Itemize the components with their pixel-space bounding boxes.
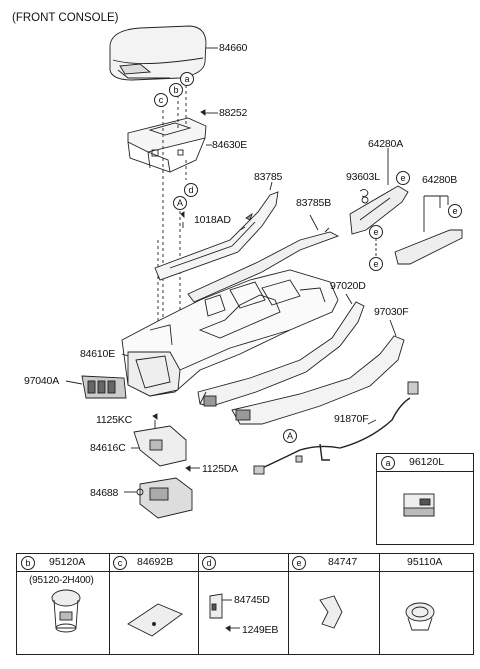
label-97040A: 97040A bbox=[24, 375, 60, 387]
duct-97030f-drawing bbox=[231, 335, 405, 425]
callout-A-upper: A bbox=[173, 196, 187, 210]
label-97020D: 97020D bbox=[330, 280, 366, 292]
label-84688: 84688 bbox=[90, 487, 119, 499]
detail-d-letter: d bbox=[202, 556, 216, 570]
detail-d-header: d bbox=[198, 554, 288, 572]
bracket-84745d-drawing bbox=[209, 593, 240, 632]
detail-c-part: 84692B bbox=[137, 556, 174, 568]
detail-a-header: a 96120L bbox=[377, 454, 473, 472]
detail-b-letter: b bbox=[21, 556, 35, 570]
callout-d: d bbox=[184, 183, 198, 197]
cigar-lighter-95120a-drawing bbox=[51, 589, 81, 633]
detail-b-sub: (95120-2H400) bbox=[29, 575, 94, 586]
duct-97020d-drawing bbox=[197, 301, 365, 407]
detail-e-header: e 84747 bbox=[288, 554, 379, 572]
label-1125KC: 1125KC bbox=[96, 414, 132, 426]
detail-e-letter: e bbox=[292, 556, 306, 570]
label-84630E: 84630E bbox=[212, 139, 248, 151]
bracket-84616c-drawing bbox=[133, 425, 187, 467]
label-97030F: 97030F bbox=[374, 306, 409, 318]
label-83785B: 83785B bbox=[296, 197, 332, 209]
label-1125DA: 1125DA bbox=[202, 463, 238, 475]
callout-e-4: e bbox=[369, 257, 383, 271]
label-1018AD: 1018AD bbox=[194, 214, 231, 226]
callout-e-2: e bbox=[448, 204, 462, 218]
detail-d-part-1: 84745D bbox=[234, 594, 270, 606]
callout-c: c bbox=[154, 93, 168, 107]
detail-c-cell: c 84692B bbox=[109, 554, 199, 654]
callout-a: a bbox=[180, 72, 194, 86]
label-83785: 83785 bbox=[254, 171, 283, 183]
label-93603L: 93603L bbox=[346, 171, 380, 183]
label-91870F: 91870F bbox=[334, 413, 369, 425]
callout-b: b bbox=[169, 83, 183, 97]
detail-b-header: b 95120A bbox=[17, 554, 109, 572]
detail-95110a-header: 95110A bbox=[379, 554, 473, 572]
label-64280A: 64280A bbox=[368, 138, 404, 150]
socket-96120l-drawing bbox=[403, 493, 435, 517]
label-64280B: 64280B bbox=[422, 174, 458, 186]
trim-83785b-drawing bbox=[187, 227, 340, 303]
detail-a-part: 96120L bbox=[409, 456, 445, 468]
module-84688-drawing bbox=[136, 477, 193, 519]
detail-e-cell: e 84747 bbox=[288, 554, 380, 654]
detail-e-part: 84747 bbox=[328, 556, 358, 568]
console-body-drawing bbox=[121, 269, 339, 397]
detail-95110a-cell: 95110A bbox=[379, 554, 473, 654]
callout-A-lower: A bbox=[283, 429, 297, 443]
lighter-socket-95110a-drawing bbox=[405, 602, 435, 631]
diagram-title: (FRONT CONSOLE) bbox=[12, 12, 119, 24]
detail-d-part-2: 1249EB bbox=[242, 624, 279, 636]
detail-table-bottom: b 95120A (95120-2H400) c 84692B d 84745D… bbox=[16, 553, 474, 655]
bracket-64280b-drawing bbox=[394, 229, 463, 265]
cable-91870f-drawing bbox=[253, 381, 419, 475]
cover-84692b-drawing bbox=[127, 603, 183, 637]
callout-e-1: e bbox=[396, 171, 410, 185]
bracket-64280a-drawing bbox=[349, 185, 409, 235]
label-84610E: 84610E bbox=[80, 348, 116, 360]
storage-box-drawing bbox=[127, 117, 207, 173]
callout-e-3: e bbox=[369, 225, 383, 239]
detail-95110a-part: 95110A bbox=[407, 556, 443, 568]
label-88252: 88252 bbox=[219, 107, 248, 119]
detail-c-header: c 84692B bbox=[109, 554, 198, 572]
detail-c-letter: c bbox=[113, 556, 127, 570]
detail-a-letter: a bbox=[381, 456, 395, 470]
detail-b-part: 95120A bbox=[49, 556, 86, 568]
detail-b-cell: b 95120A (95120-2H400) bbox=[17, 554, 110, 654]
label-84660: 84660 bbox=[219, 42, 248, 54]
label-84616C: 84616C bbox=[90, 442, 126, 454]
detail-d-cell: d 84745D 1249EB bbox=[198, 554, 289, 654]
armrest-lid-drawing bbox=[109, 25, 207, 81]
clip-84747-drawing bbox=[319, 595, 343, 629]
switch-panel-drawing bbox=[81, 375, 127, 399]
detail-table-a: a 96120L bbox=[376, 453, 474, 545]
trim-83785-drawing bbox=[154, 191, 279, 281]
